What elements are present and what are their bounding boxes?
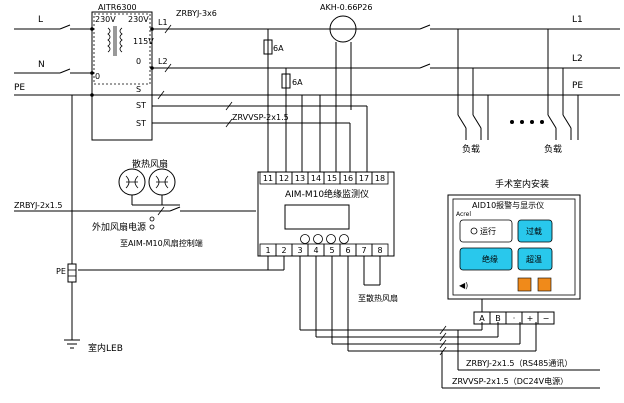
fans-label: 散热风扇 bbox=[132, 158, 168, 170]
run-icon bbox=[470, 227, 478, 235]
load-2-label: 负载 bbox=[544, 143, 562, 155]
aux-power-label: 外加风扇电源 bbox=[92, 221, 146, 233]
fuses: 6A 6A bbox=[263, 29, 321, 172]
to-control-label: 至AIM-M10风扇控制端 bbox=[120, 238, 203, 248]
monitor-top-terminal-label: 18 bbox=[375, 174, 385, 183]
monitor-bottom-terminal-label: 4 bbox=[313, 246, 318, 255]
monitor-bottom-terminal-label: 1 bbox=[265, 246, 270, 255]
load-1-label: 负载 bbox=[462, 143, 480, 155]
cable-signal: ZRVVSP-2x1.5 bbox=[232, 113, 289, 122]
overtemp-button[interactable] bbox=[517, 247, 553, 271]
line-l2-label: L2 bbox=[572, 54, 583, 64]
indoor-title: 手术室内安装 bbox=[495, 178, 549, 190]
overload-button[interactable] bbox=[517, 219, 553, 243]
run-button[interactable] bbox=[459, 219, 513, 243]
monitor-bottom-terminal-label: 2 bbox=[281, 246, 286, 255]
reset-button[interactable] bbox=[537, 277, 552, 292]
ct-label: AKH-0.66P26 bbox=[320, 3, 372, 12]
insulation-label: 绝缘 bbox=[482, 254, 498, 264]
monitor-bottom-terminal-label: 3 bbox=[297, 246, 302, 255]
leb-label: 室内LEB bbox=[88, 342, 123, 354]
indoor-display: 手术室内安装 AID10报警与显示仪 Acrel 运行 过载 绝缘 超温 ◀) … bbox=[447, 178, 581, 325]
secondary-voltage: 230V bbox=[128, 15, 149, 24]
out-l1: L1 bbox=[158, 18, 168, 27]
loads: 负载 负载 bbox=[457, 29, 579, 155]
overtemp-label: 超温 bbox=[526, 254, 542, 264]
monitor-top-terminal-label: 15 bbox=[327, 174, 337, 183]
line-n-label: N bbox=[38, 60, 45, 70]
overload-label: 过载 bbox=[526, 226, 542, 236]
monitor-bottom-terminal-label: 6 bbox=[345, 246, 350, 255]
monitor-top-terminal-label: 17 bbox=[359, 174, 369, 183]
cable-power: ZRBYJ-3x6 bbox=[176, 9, 217, 18]
line-l-label: L bbox=[38, 15, 43, 25]
display-terminal-label: B bbox=[495, 314, 501, 323]
terminal-0: 0 bbox=[95, 72, 100, 81]
mute-button[interactable] bbox=[517, 277, 532, 292]
monitor-bottom-wiring: 至散热风扇 ZRBYJ-2x1.5（RS485通讯） ZRVVSP-2x1.5（… bbox=[78, 256, 600, 389]
monitor-bottom-terminal-label: 5 bbox=[329, 246, 334, 255]
monitor-bottom-terminal-label: 8 bbox=[377, 246, 382, 255]
monitor-top-terminal-label: 11 bbox=[263, 174, 273, 183]
display-terminal-box bbox=[537, 311, 555, 325]
current-transformer: AKH-0.66P26 bbox=[320, 3, 372, 172]
insulation-button[interactable] bbox=[459, 247, 513, 271]
monitor-title: AIM-M10绝缘监测仪 bbox=[285, 188, 369, 200]
cooling-fans: 散热风扇 ZRBYJ-2x1.5 外加风扇电源 至AIM-M10风扇控制端 bbox=[14, 158, 256, 248]
brand-logo: Acrel bbox=[456, 211, 471, 218]
primary-voltage: 230V bbox=[95, 15, 116, 24]
out-s: S bbox=[136, 85, 141, 94]
pe-terminal-label: PE bbox=[56, 267, 66, 276]
monitor-top-terminal-label: 12 bbox=[279, 174, 289, 183]
line-pe-right-label: PE bbox=[572, 81, 583, 91]
line-l1-label: L1 bbox=[572, 15, 583, 25]
fuse-1-label: 6A bbox=[273, 44, 284, 53]
fuse-2-label: 6A bbox=[292, 78, 303, 87]
speaker-icon: ◀) bbox=[459, 281, 468, 290]
monitor-bottom-terminal-label: 7 bbox=[361, 246, 366, 255]
monitor-bottom-terminals: 1 2 3 4 5 6 7 8 bbox=[259, 243, 389, 257]
monitor-top-terminal-label: 16 bbox=[343, 174, 353, 183]
transformer-model: AITR6300 bbox=[98, 3, 137, 12]
display-terminal-label: · bbox=[513, 314, 516, 323]
display-terminal-label: − bbox=[543, 314, 550, 323]
monitor-top-terminal-label: 14 bbox=[311, 174, 321, 183]
monitor-top-terminal-label: 13 bbox=[295, 174, 305, 183]
ground: PE 室内LEB bbox=[56, 95, 123, 354]
cable-rs485: ZRBYJ-2x1.5（RS485通讯） bbox=[466, 358, 572, 368]
cable-dc24: ZRVVSP-2x1.5（DC24V电源） bbox=[452, 376, 568, 386]
st1: ST bbox=[136, 101, 146, 110]
out-l2: L2 bbox=[158, 57, 168, 66]
tap-0: 0 bbox=[136, 57, 141, 66]
monitor-top-terminal-box bbox=[371, 171, 389, 185]
line-pe-label: PE bbox=[14, 83, 25, 93]
display-terminal-label: A bbox=[479, 314, 485, 323]
st2: ST bbox=[136, 119, 146, 128]
device-label: AID10报警与显示仪 bbox=[472, 200, 544, 210]
cable-fan-power: ZRBYJ-2x1.5 bbox=[14, 201, 62, 210]
display-terminal-label: + bbox=[527, 314, 534, 323]
monitor-top-terminals: 11 12 13 14 15 16 17 18 bbox=[259, 171, 389, 185]
power-lines: L N PE L1 L2 PE bbox=[14, 15, 620, 96]
display-terminals: A B · +− bbox=[473, 311, 555, 325]
transformer: AITR6300 230V 230V 115V 0 0 L1 L2 S ST S… bbox=[90, 3, 368, 172]
tap-115v: 115V bbox=[133, 37, 154, 46]
to-fan-label: 至散热风扇 bbox=[358, 293, 398, 303]
run-label: 运行 bbox=[480, 226, 496, 236]
